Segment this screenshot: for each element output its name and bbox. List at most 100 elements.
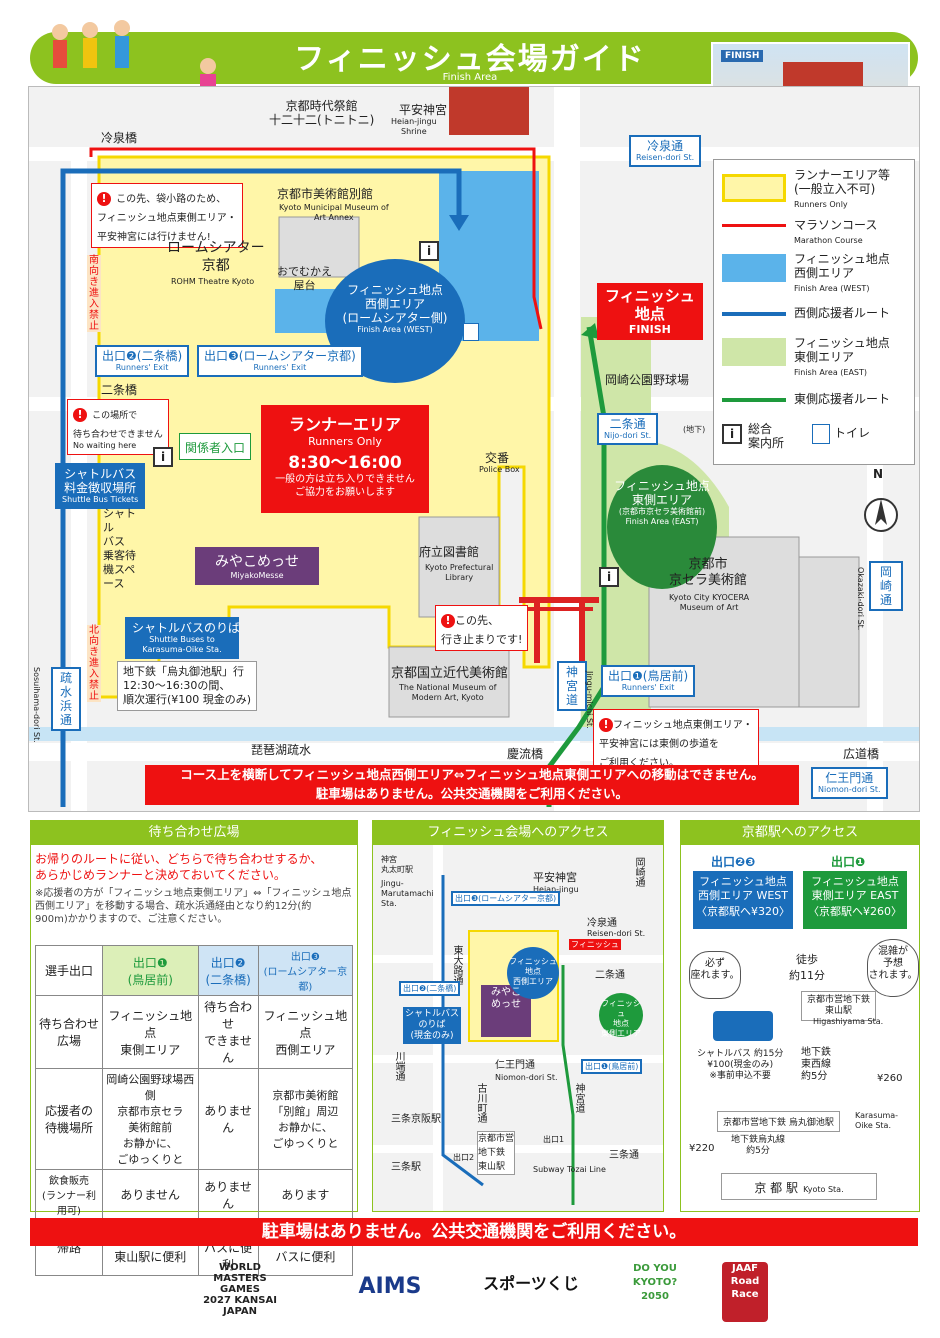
miyako-en: MiyakoMesse [230, 571, 284, 580]
legend-swatch-west [722, 254, 786, 282]
west-fare: 〈京都駅へ¥320〉 [696, 905, 790, 918]
table-cell: 応援者の 待機場所 [35, 1068, 103, 1170]
legend-label-7: トイレ [834, 426, 871, 440]
banner-line-1: コース上を横断してフィニッシュ地点西側エリア⇔フィニッシュ地点東側エリアへの移動… [180, 767, 764, 782]
warn3-text: この先、 行き止まりです! [441, 614, 523, 646]
runner-area-banner: ランナーエリア Runners Only 8:30〜16:00 一般の方は立ち入… [261, 405, 429, 513]
meeting-panel: 待ち合わせ広場 お帰りのルートに従い、どちらで待ち合わせするか、 あらかじめラン… [30, 820, 358, 1276]
niomon-text: 仁王門通 [825, 771, 874, 785]
jidai-label: 京都時代祭館 十二十二(トニトニ) [269, 99, 374, 127]
access-label-okazaki: 岡崎通 [633, 857, 644, 887]
info-icon-2: i [153, 447, 173, 467]
north-label: N [873, 467, 884, 481]
legend-label-0: ランナーエリア等 (一般立入不可) [794, 168, 891, 196]
table-row: 飲食販売 (ランナー利用可) ありません ありません あります [35, 1169, 354, 1220]
warning-icon-4: ! [599, 718, 613, 732]
bus-note-text: 地下鉄「烏丸御池駅」行 12:30〜16:30の間、 順次運行(¥100 現金の… [123, 665, 252, 706]
shuttle-label: シャトルバス 約15分 ¥100(現金のみ) ※事前申込不要 [697, 1049, 784, 1081]
heian-label: 平安神宮 [399, 103, 448, 117]
legend-swatch-runner [722, 174, 786, 202]
legend-label-3: 西側応援者ルート [794, 306, 891, 320]
access-label-exit1: 出口1 [543, 1135, 565, 1144]
jaaf-logo: JAAF Road Race [722, 1262, 768, 1322]
east-area-sub: (京都市京セラ美術館前) [618, 507, 706, 516]
warn2-en: No waiting here [73, 441, 137, 450]
kyocera-en-label: Kyoto City KYOCERA Museum of Art [669, 593, 750, 612]
access-label-exit3-sign: 出口❸(ロームシアター京都) [451, 891, 561, 906]
rohm-label: ロームシアター 京都 [167, 240, 265, 274]
access-label-sanjo-sta: 三条駅 [391, 1162, 421, 1173]
jidai-text: 京都時代祭館 十二十二(トニトニ) [269, 99, 375, 127]
info-icon-3: i [599, 567, 619, 587]
meeting-lead: お帰りのルートに従い、どちらで待ち合わせするか、 あらかじめランナーと決めておい… [35, 852, 323, 882]
access-label-furukawacho: 古川町通 [475, 1083, 486, 1123]
shuttle-wait-label: シャトル バス 乗客待機スペース [103, 507, 136, 590]
jingu-st-sign: 神宮道 [557, 661, 587, 711]
hirodo-label: 広道橋 [843, 747, 880, 761]
omukae-label: おでむかえ 屋台 [277, 265, 332, 292]
cheering-people-illustration [40, 12, 160, 92]
finish-area-map: 京都時代祭館 十二十二(トニトニ) 平安神宮 Heian-jingu Shrin… [28, 86, 920, 812]
table-head-row: 選手出口 出口❶ (鳥居前) 出口❷ (二条橋) 出口❸ (ロームシアター京都) [35, 945, 354, 996]
exit2-text: 出口❷(二条橋) [102, 349, 183, 363]
east-sidewalk-note: !フィニッシュ地点東側エリア・ 平安神宮には東側の歩道を ご利用ください。 [593, 709, 759, 774]
access-label-tozai: Subway Tozai Line [533, 1165, 606, 1174]
no-waiting-note: ! この場所で 待ち合わせできません No waiting here [67, 399, 169, 455]
access-label-miyako: みやこ めっせ [491, 987, 521, 1010]
legend-swatch-course [722, 224, 786, 227]
east-area-en: Finish Area (EAST) [625, 517, 699, 526]
karasuma-oike-label: 京都市営地下鉄 烏丸御池駅 [717, 1111, 840, 1132]
exit3-sign: 出口❸(ロームシアター京都)Runners' Exit [197, 345, 363, 377]
karasuma-oike-en: Karasuma- Oike Sta. [855, 1111, 899, 1130]
south-no-entry-label: 南向き進入禁止 [87, 255, 101, 332]
west-route-box: フィニッシュ地点 西側エリア WEST 〈京都駅へ¥320〉 [693, 871, 793, 929]
sit-bubble: 必ず 座れます。 [689, 951, 741, 999]
legend-label-2: フィニッシュ地点 西側エリア [794, 252, 890, 280]
station-head: 京都駅へのアクセス [681, 821, 919, 845]
kyoto-station-box: 京 都 駅 Kyoto Sta. [721, 1173, 877, 1200]
no-crossing-banner: コース上を横断してフィニッシュ地点西側エリア⇔フィニッシュ地点東側エリアへの移動… [145, 765, 799, 805]
access-label-sanjo-dori: 三条通 [609, 1150, 639, 1161]
shuttle-ticket-text: シャトルバス 料金徴収場所 [64, 467, 137, 495]
runner-time: 8:30〜16:00 [288, 453, 402, 473]
exit1-text: 出口❶(鳥居前) [608, 669, 689, 683]
bus-stop-text: シャトルバスのりば [132, 621, 241, 635]
table-head-cell: 出口❷ (二条橋) [197, 945, 259, 996]
okazaki-en-label: Okazaki-dori St. [856, 567, 865, 631]
table-cell: あります [257, 1169, 354, 1220]
biwako-label: 琵琶湖疏水 [251, 743, 312, 757]
walk-label: 徒歩 約11分 [789, 953, 825, 982]
okazaki-st-sign: 岡崎通 [869, 561, 903, 611]
access-head: フィニッシュ会場へのアクセス [373, 821, 663, 845]
access-label-jingu-st: 神宮道 [573, 1083, 584, 1113]
runner-title: ランナーエリア [288, 415, 401, 434]
legend-info-icon: i [722, 424, 742, 444]
legend-label-5: 東側応援者ルート [794, 392, 891, 406]
access-label-nijo: 二条通 [595, 970, 625, 981]
koban-en-label: Police Box [479, 465, 520, 474]
exit23-label: 出口❷❸ [711, 855, 756, 869]
legend-en-1: Marathon Course [794, 236, 863, 245]
runner-note: 一般の方は立ち入りできません ご協力をお願いします [275, 474, 415, 498]
sosui-en-label: Sosuihama-dori St. [32, 667, 41, 743]
table-cell: フィニッシュ地点 東側エリア [102, 995, 199, 1069]
east-area-circle: フィニッシュ地点 東側エリア (京都市京セラ美術館前) Finish Area … [607, 465, 717, 589]
reisen-st-en: Reisen-dori St. [636, 153, 695, 162]
kindai-label: 京都国立近代美術館 [391, 666, 509, 681]
rohm-en-label: ROHM Theatre Kyoto [171, 277, 255, 286]
west-title: フィニッシュ地点 西側エリア WEST [697, 875, 789, 902]
legend-en-0: Runners Only [794, 200, 848, 209]
table-cell: フィニッシュ地点 西側エリア [257, 995, 354, 1069]
annex-label: 京都市美術館別館 [277, 187, 374, 201]
kyoto-en: Kyoto Sta. [803, 1185, 844, 1194]
jingu-en-label: Jingu-michi St. [585, 671, 594, 729]
exit1-en: Runners' Exit [621, 683, 675, 692]
west-area-en: Finish Area (WEST) [357, 325, 433, 334]
table-row: 応援者の 待機場所 岡崎公園野球場西側 京都市京セラ 美術館前 お静かに、 ごゆ… [35, 1068, 354, 1170]
